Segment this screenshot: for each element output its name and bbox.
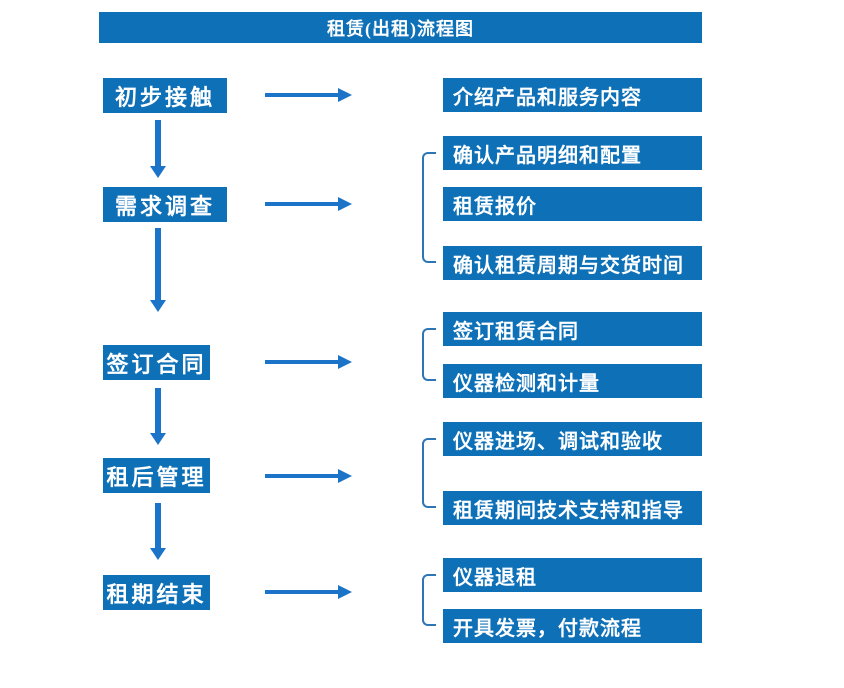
detail-label: 租赁报价: [453, 195, 537, 218]
group-bracket-rental-end: [422, 574, 436, 626]
detail-label: 仪器退租: [453, 566, 537, 589]
detail-label: 租赁期间技术支持和指导: [453, 499, 684, 522]
detail-label: 确认租赁周期与交货时间: [453, 254, 684, 277]
down-arrow-shaft-1: [155, 120, 161, 166]
step-demand-survey: 需求调查: [103, 187, 227, 222]
detail-label: 确认产品明细和配置: [453, 144, 642, 167]
step-label: 需求调查: [114, 193, 215, 219]
detail-label: 介绍产品和服务内容: [453, 86, 642, 109]
detail-label: 仪器检测和计量: [453, 372, 600, 395]
detail-box-confirm-period-delivery: 确认租赁周期与交货时间: [443, 246, 702, 280]
step-post-rental-management: 租后管理: [103, 458, 210, 493]
down-arrow-head-2: [150, 300, 166, 312]
detail-box-confirm-product-config: 确认产品明细和配置: [443, 136, 702, 170]
down-arrow-head-3: [150, 433, 166, 445]
right-arrow-head-1: [338, 88, 352, 102]
detail-box-instrument-return: 仪器退租: [443, 558, 702, 592]
detail-box-invoice-payment: 开具发票，付款流程: [443, 609, 702, 643]
right-arrow-head-2: [338, 197, 352, 211]
right-arrow-shaft-5: [265, 590, 338, 594]
detail-box-rental-quote: 租赁报价: [443, 187, 702, 221]
step-label: 租期结束: [106, 581, 207, 607]
down-arrow-shaft-4: [155, 503, 161, 548]
step-initial-contact: 初步接触: [103, 78, 227, 113]
title-bar: 租赁(出租)流程图: [99, 12, 702, 43]
right-arrow-shaft-4: [265, 474, 338, 478]
down-arrow-shaft-2: [155, 228, 161, 300]
group-bracket-demand-survey: [422, 152, 436, 263]
right-arrow-head-3: [338, 355, 352, 369]
detail-box-instrument-setup-acceptance: 仪器进场、调试和验收: [443, 422, 702, 456]
detail-label: 仪器进场、调试和验收: [453, 430, 663, 453]
step-rental-end: 租期结束: [103, 575, 210, 610]
right-arrow-head-5: [338, 585, 352, 599]
detail-box-sign-rental-contract: 签订租赁合同: [443, 312, 702, 346]
step-label: 租后管理: [106, 464, 207, 490]
down-arrow-head-1: [150, 166, 166, 178]
right-arrow-shaft-1: [265, 93, 338, 97]
step-label: 初步接触: [114, 84, 215, 110]
right-arrow-shaft-2: [265, 202, 338, 206]
detail-box-instrument-testing: 仪器检测和计量: [443, 364, 702, 398]
right-arrow-shaft-3: [265, 360, 338, 364]
detail-label: 签订租赁合同: [453, 320, 579, 343]
step-sign-contract: 签订合同: [103, 345, 210, 380]
step-label: 签订合同: [106, 351, 207, 377]
down-arrow-head-4: [150, 548, 166, 560]
detail-box-tech-support: 租赁期间技术支持和指导: [443, 491, 702, 525]
right-arrow-head-4: [338, 469, 352, 483]
down-arrow-shaft-3: [155, 388, 161, 433]
group-bracket-sign-contract: [422, 328, 436, 381]
page-title: 租赁(出租)流程图: [327, 18, 474, 39]
group-bracket-post-rental: [422, 438, 436, 508]
detail-box-intro-products: 介绍产品和服务内容: [443, 78, 702, 112]
detail-label: 开具发票，付款流程: [453, 617, 642, 640]
